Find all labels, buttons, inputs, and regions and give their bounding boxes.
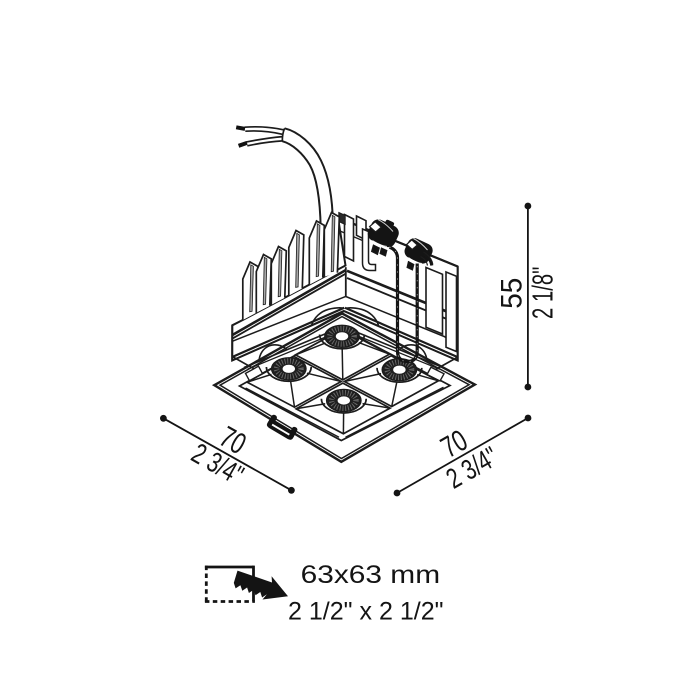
svg-text:63x63 mm: 63x63 mm	[301, 562, 441, 589]
svg-text:2 1/8": 2 1/8"	[528, 267, 560, 319]
svg-text:55: 55	[496, 278, 529, 309]
svg-text:2 1/2" x 2 1/2": 2 1/2" x 2 1/2"	[288, 599, 444, 626]
